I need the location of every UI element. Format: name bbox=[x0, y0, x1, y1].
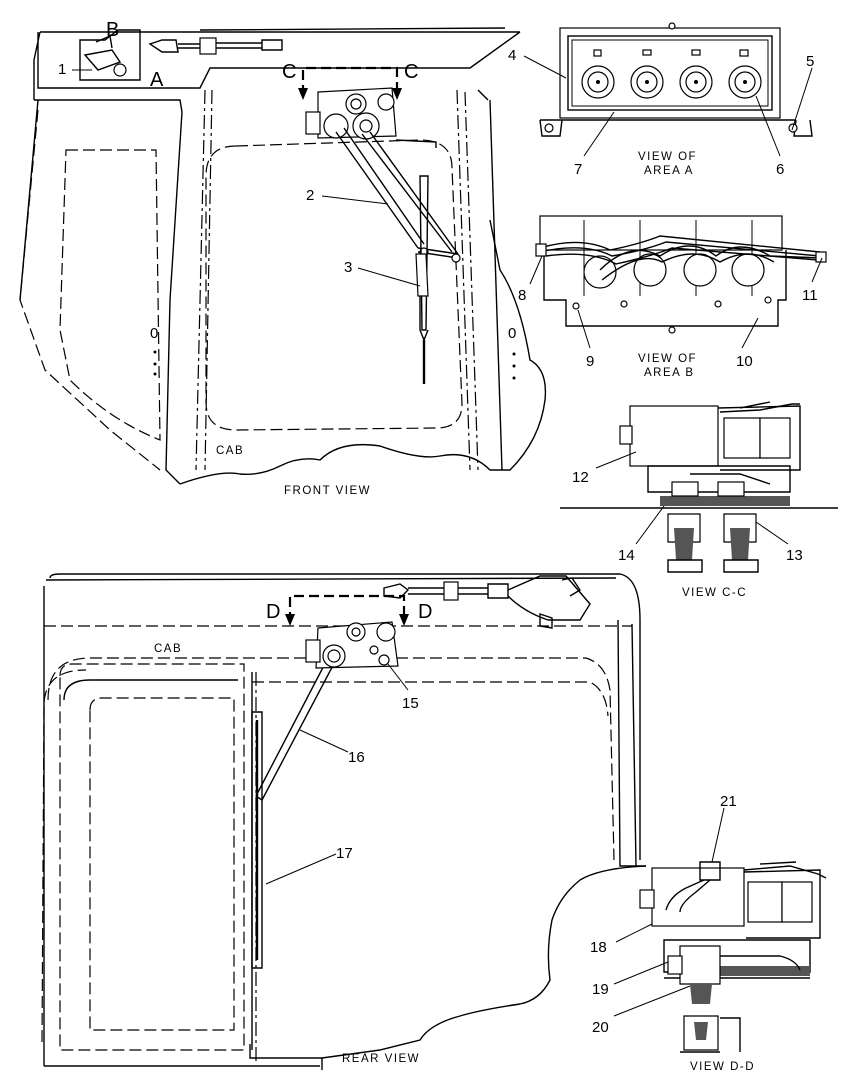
callout-13: 13 bbox=[786, 547, 803, 564]
view-d-d-caption: VIEW D-D bbox=[690, 1061, 755, 1073]
callout-18: 18 bbox=[590, 939, 607, 956]
area-a-lamps bbox=[581, 49, 762, 99]
callout-17: 17 bbox=[336, 845, 353, 862]
cab-label-front: CAB bbox=[216, 445, 244, 457]
section-letter-c-left: C bbox=[282, 61, 296, 83]
callout-11: 11 bbox=[802, 287, 818, 304]
callout-5: 5 bbox=[806, 53, 814, 70]
section-letter-a: A bbox=[150, 69, 164, 91]
svg-text:0: 0 bbox=[508, 325, 516, 342]
callout-16: 16 bbox=[348, 749, 365, 766]
callout-12: 12 bbox=[572, 469, 589, 486]
area-b-caption-line1: VIEW OF bbox=[638, 353, 697, 365]
section-letter-b: B bbox=[106, 19, 119, 41]
callout-10: 10 bbox=[736, 353, 753, 370]
callout-numbers: 1 2 3 4 5 6 7 8 9 10 11 12 13 14 15 16 1… bbox=[58, 47, 818, 1036]
view-c-c: VIEW C-C bbox=[560, 401, 838, 599]
callout-1: 1 bbox=[58, 61, 66, 78]
area-b-sockets bbox=[583, 253, 765, 289]
cab-label-rear: CAB bbox=[154, 643, 182, 655]
area-b-caption-line2: AREA B bbox=[644, 367, 695, 379]
callout-20: 20 bbox=[592, 1019, 609, 1036]
section-letter-d-right: D bbox=[418, 601, 432, 623]
section-letter-d-left: D bbox=[266, 601, 280, 623]
front-view-caption: FRONT VIEW bbox=[284, 485, 371, 497]
area-a-caption-line1: VIEW OF bbox=[638, 151, 697, 163]
callout-8: 8 bbox=[518, 287, 526, 304]
callout-15: 15 bbox=[402, 695, 419, 712]
leader-lines bbox=[72, 55, 823, 1017]
callout-6: 6 bbox=[776, 161, 784, 178]
rear-view-caption: REAR VIEW bbox=[342, 1053, 420, 1065]
callout-21: 21 bbox=[720, 793, 737, 810]
callout-7: 7 bbox=[574, 161, 582, 178]
callout-9: 9 bbox=[586, 353, 594, 370]
area-a-caption-line2: AREA A bbox=[644, 165, 694, 177]
view-area-b: VIEW OF AREA B bbox=[535, 215, 827, 379]
svg-text:0: 0 bbox=[150, 325, 158, 342]
callout-14: 14 bbox=[618, 547, 635, 564]
callout-3: 3 bbox=[344, 259, 352, 276]
rear-view: CAB bbox=[41, 573, 647, 1070]
callout-2: 2 bbox=[306, 187, 314, 204]
view-c-c-caption: VIEW C-C bbox=[682, 587, 747, 599]
view-d-d: VIEW D-D bbox=[639, 861, 827, 1073]
callout-19: 19 bbox=[592, 981, 609, 998]
front-view: 0 0 bbox=[19, 27, 547, 485]
view-area-a: VIEW OF AREA A bbox=[539, 22, 813, 177]
section-letter-c-right: C bbox=[404, 61, 418, 83]
callout-4: 4 bbox=[508, 47, 516, 64]
section-letters: B A C C D D bbox=[106, 19, 432, 623]
